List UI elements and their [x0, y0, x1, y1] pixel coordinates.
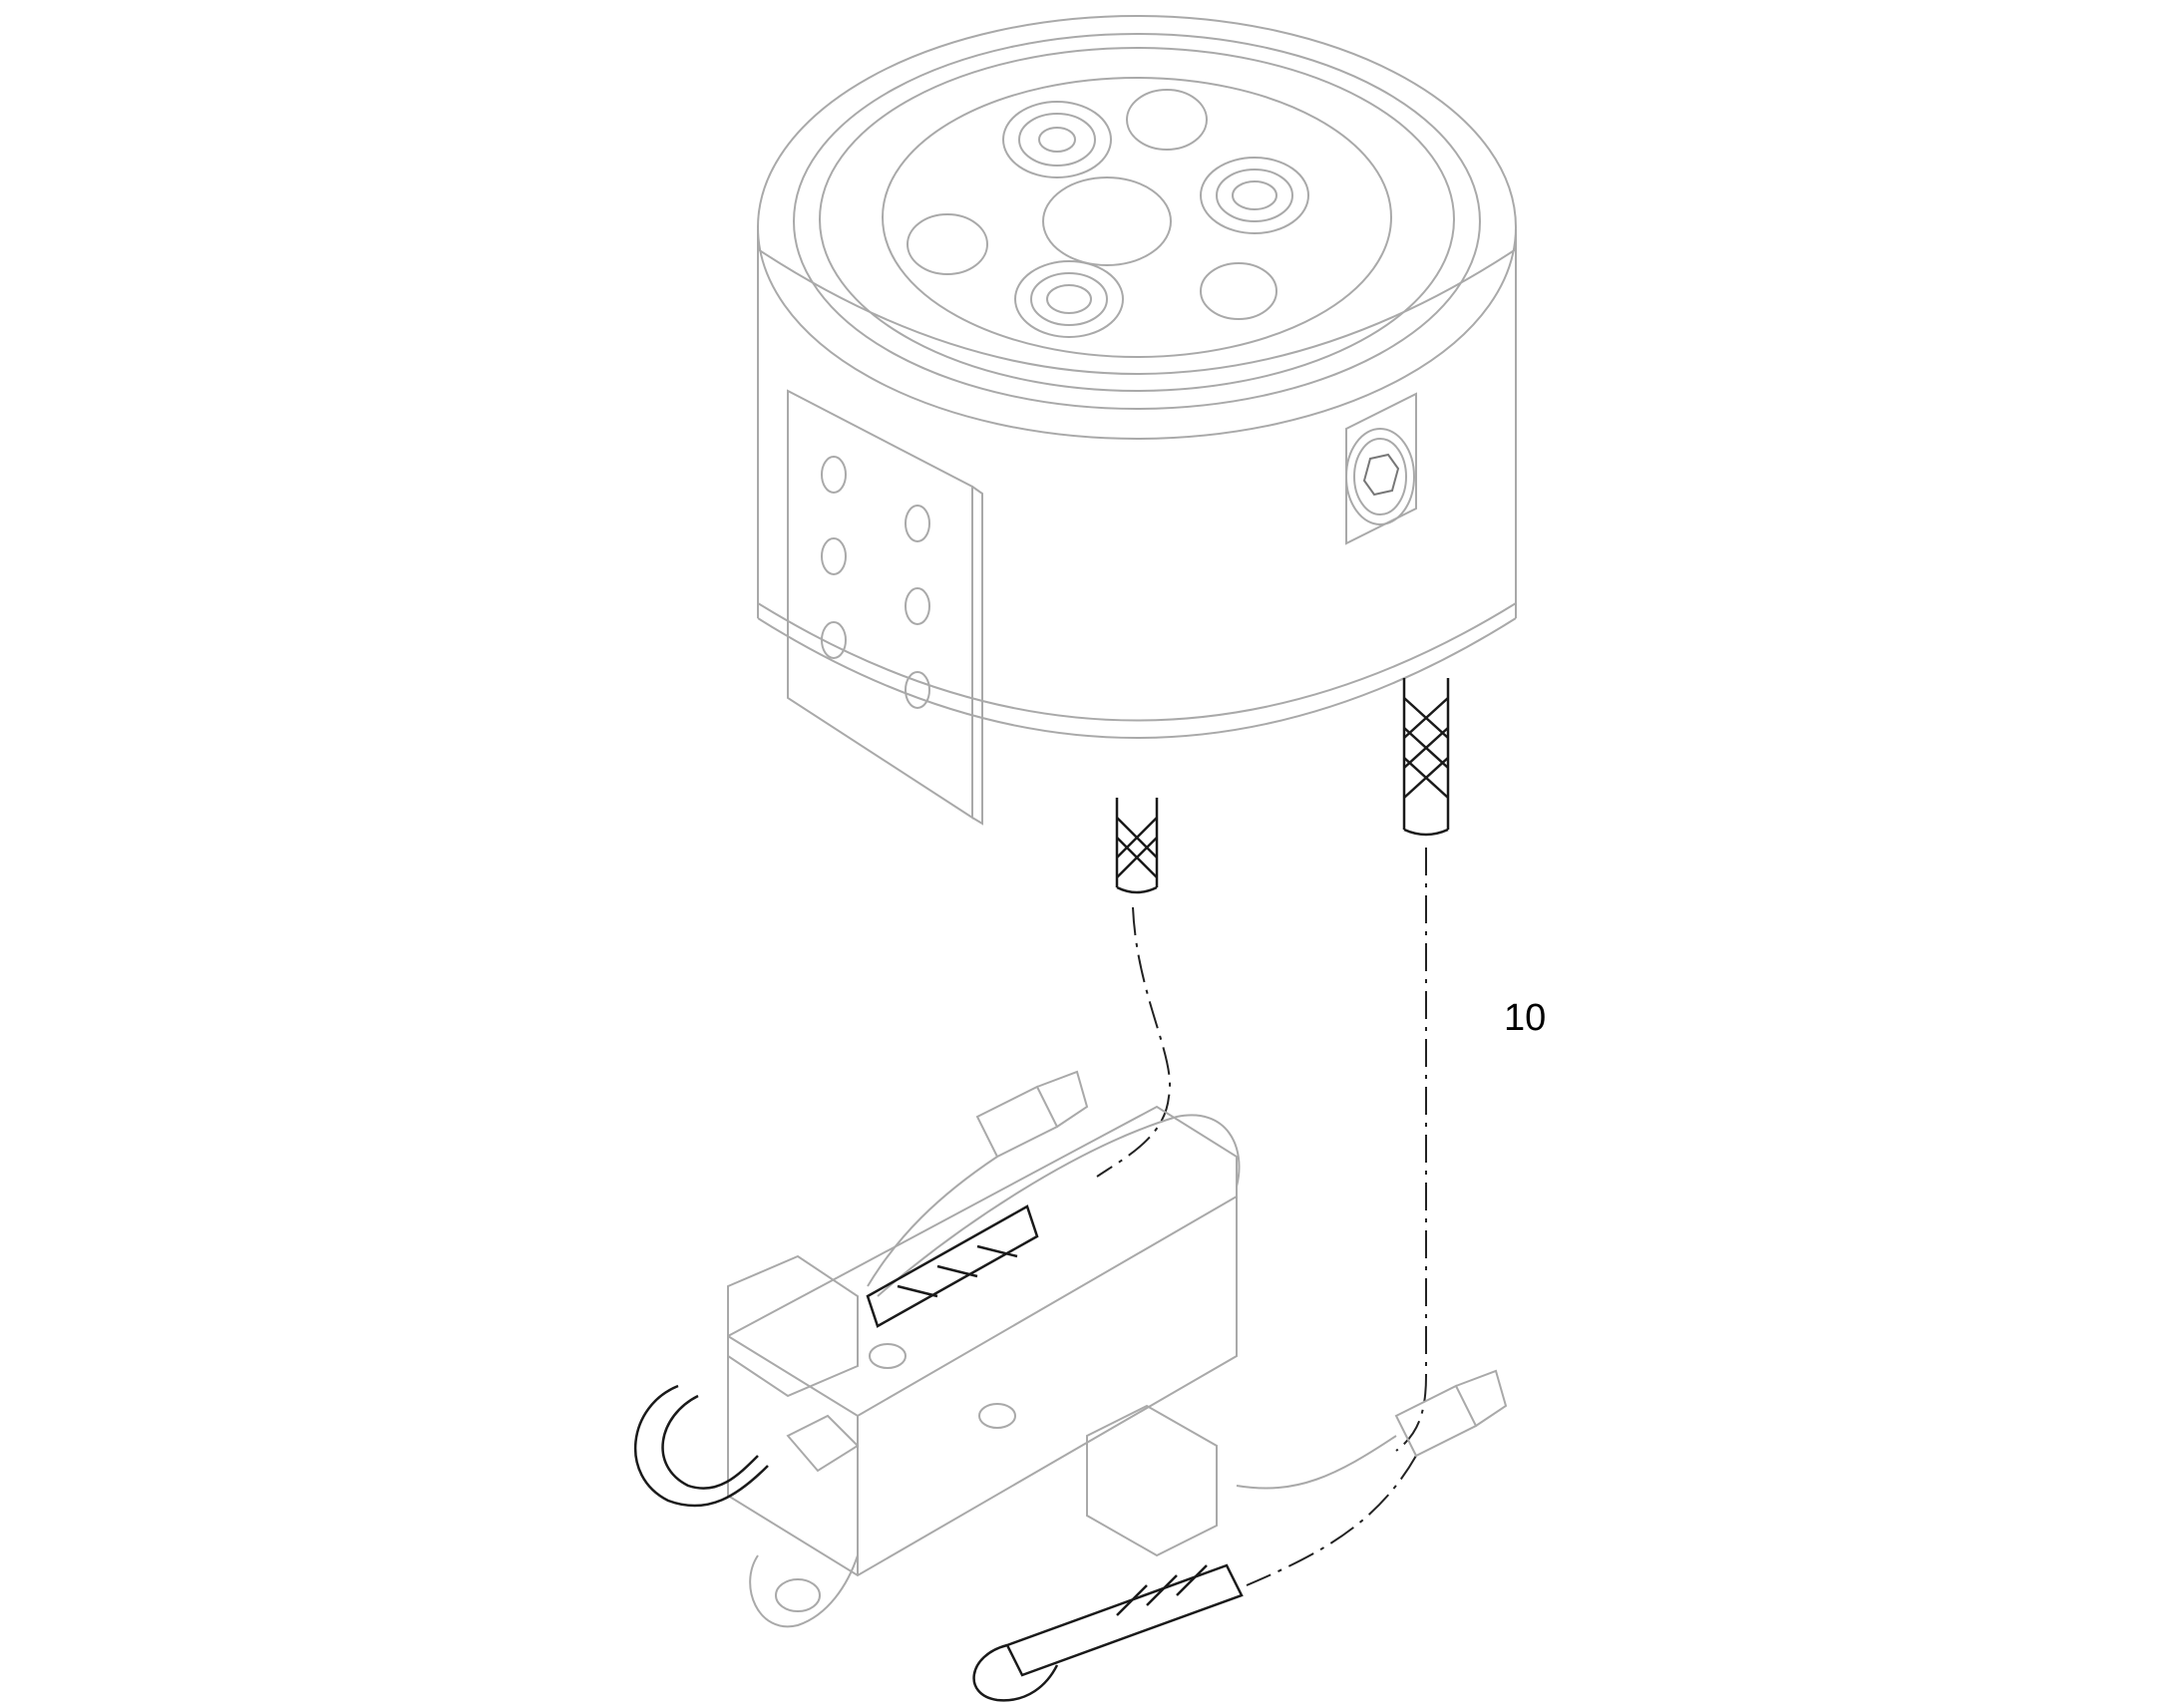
valve-hoses [633, 1204, 1244, 1702]
connection-line-right [1395, 848, 1427, 1452]
port-5-bore [1046, 284, 1092, 314]
connector-upper-tip [1036, 1070, 1089, 1128]
cylinder-top-inner-ring [882, 77, 1392, 358]
port-outer-1-inner [1018, 113, 1096, 167]
solenoid-right [1086, 1404, 1218, 1557]
hex-socket-icon [1362, 453, 1400, 497]
valve-block-assembly [727, 1070, 1508, 1628]
port-outer-1 [1002, 101, 1112, 178]
hose-bottom-braid [1116, 1564, 1208, 1616]
bolt-boss [1345, 392, 1417, 545]
connection-lines [1096, 848, 1427, 1586]
cylinder-upper-band [757, 248, 1517, 375]
cable-upper [867, 1156, 998, 1287]
cylinder-top-ring [793, 33, 1481, 410]
connector-upper [975, 1085, 1059, 1159]
cylinder-bottom-edge [757, 617, 1517, 739]
port-5 [1014, 260, 1124, 338]
connection-line-bottom [1246, 1455, 1417, 1586]
bracket-loop [877, 1114, 1241, 1297]
port-3-bore [1232, 180, 1277, 210]
valve-body [727, 1105, 1238, 1577]
solenoid-left [727, 1254, 859, 1398]
port-6 [1200, 262, 1277, 320]
eye-mount-hole [775, 1578, 821, 1612]
hose-stub-left [1115, 798, 1159, 894]
port-3-inner [1216, 169, 1293, 222]
eye-mount [749, 1554, 859, 1628]
bolt-head-inner [1353, 438, 1407, 515]
connection-line-left [1096, 906, 1171, 1178]
hose-bottom-elbow [972, 1643, 1059, 1702]
connector-lower [1394, 1384, 1478, 1458]
fitting-left-nut [786, 1414, 860, 1473]
hose-left-elbow-outer [633, 1384, 769, 1508]
cylinder-top-rim [757, 15, 1517, 440]
connector-lower-tip [1455, 1369, 1508, 1427]
cable-lower [1236, 1435, 1397, 1490]
hose-upper-mid [866, 1204, 1039, 1328]
valve-port-2 [978, 1403, 1016, 1429]
plate-bolt-holes [821, 456, 930, 709]
hose-bottom [1005, 1563, 1244, 1677]
hose-upper-mid-braid [897, 1244, 1018, 1298]
port-2 [1126, 89, 1208, 151]
valve-port-1 [869, 1343, 907, 1369]
hose-left-elbow [661, 1394, 759, 1490]
mounting-plate [787, 389, 973, 820]
rotary-manifold-cylinder [757, 15, 1517, 894]
cylinder-lower-band [757, 602, 1517, 722]
port-4 [907, 213, 988, 275]
port-5-inner [1030, 272, 1108, 326]
mounting-plate-edge [971, 486, 983, 826]
cylinder-top-face [819, 47, 1455, 392]
bolt-head [1345, 428, 1415, 525]
port-center [1042, 176, 1172, 266]
port-3 [1200, 157, 1309, 234]
valve-body-top-edge [727, 1196, 1238, 1418]
port-outer-1-bore [1038, 127, 1076, 153]
hose-stub-right [1402, 678, 1450, 837]
callout-label-10: 10 [1504, 997, 1547, 1039]
